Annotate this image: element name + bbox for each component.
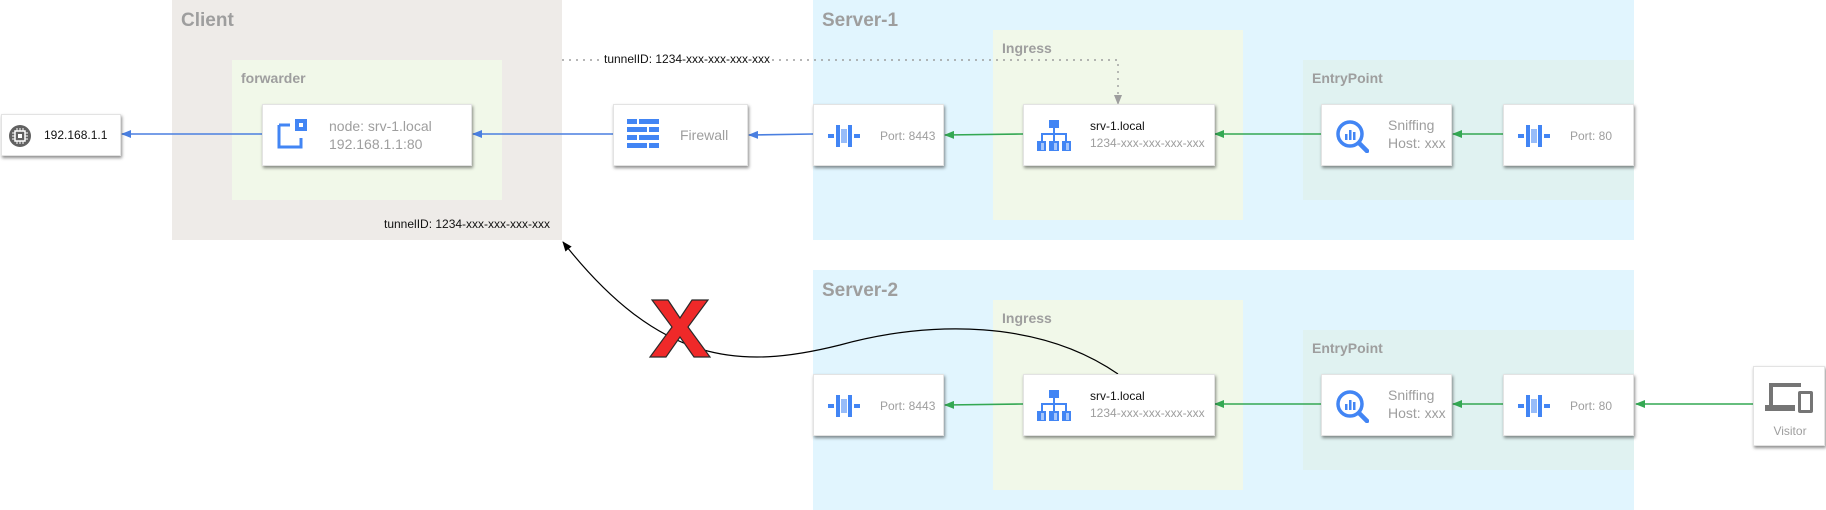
- edge-failed-tunnel-curve: [562, 241, 1119, 375]
- entrypoint-2-group-title: EntryPoint: [1312, 340, 1383, 356]
- port-icon: [1518, 392, 1550, 425]
- s2-ingress-host-card[interactable]: srv-1.local 1234-xxx-xxx-xxx-xxx: [1023, 374, 1215, 436]
- s2-port-80-label: Port: 80: [1570, 399, 1613, 413]
- forwarder-group-title: forwarder: [241, 70, 306, 86]
- s1-port-80-label: Port: 80: [1570, 129, 1613, 143]
- edge-s1-srv-to-port8443: [944, 130, 1024, 139]
- s2-sniffing-title: Sniffing: [1388, 387, 1435, 403]
- entrypoint-1-group-title: EntryPoint: [1312, 70, 1383, 86]
- devices-icon: [1765, 381, 1815, 420]
- firewall-icon: [627, 117, 659, 158]
- sniffing-icon: [1335, 119, 1370, 158]
- s2-port-8443-card[interactable]: Port: 8443: [813, 374, 944, 436]
- chip-icon: [8, 124, 32, 153]
- forwarder-node-title: node: srv-1.local: [329, 118, 432, 134]
- tunnel-id-label-client: tunnelID: 1234-xxx-xxx-xxx-xxx: [384, 217, 551, 231]
- s1-sniffing-title: Sniffing: [1388, 117, 1435, 133]
- s2-ingress-host-name: srv-1.local: [1090, 389, 1145, 403]
- s1-ingress-host-name: srv-1.local: [1090, 119, 1145, 133]
- ip-node-card[interactable]: 192.168.1.1: [1, 114, 121, 156]
- port-icon: [828, 392, 860, 425]
- load-balancer-icon: [1037, 119, 1071, 158]
- edge-s2-srv-to-port8443: [944, 400, 1024, 409]
- forwarder-node-card[interactable]: node: srv-1.local 192.168.1.1:80: [262, 104, 472, 166]
- visitor-card[interactable]: Visitor: [1753, 366, 1825, 446]
- s1-port-8443-label: Port: 8443: [880, 129, 936, 143]
- s1-port-80-card[interactable]: Port: 80: [1503, 104, 1634, 166]
- s1-sniffing-card[interactable]: Sniffing Host: xxx: [1321, 104, 1452, 166]
- s1-ingress-host-card[interactable]: srv-1.local 1234-xxx-xxx-xxx-xxx: [1023, 104, 1215, 166]
- visitor-label: Visitor: [1773, 424, 1807, 438]
- server-2-group-title: Server-2: [822, 280, 899, 301]
- s2-sniffing-host: Host: xxx: [1388, 405, 1446, 421]
- firewall-label: Firewall: [680, 127, 729, 143]
- ip-node-label: 192.168.1.1: [44, 128, 108, 142]
- tunnel-id-label-top: tunnelID: 1234-xxx-xxx-xxx-xxx: [604, 52, 771, 66]
- s2-sniffing-card[interactable]: Sniffing Host: xxx: [1321, 374, 1452, 436]
- failed-connection-x-icon: [648, 299, 712, 358]
- port-icon: [1518, 122, 1550, 155]
- edge-port8443-to-firewall: [748, 130, 814, 139]
- ingress-1-group-title: Ingress: [1002, 40, 1052, 56]
- s1-port-8443-card[interactable]: Port: 8443: [813, 104, 944, 166]
- ingress-2-group-title: Ingress: [1002, 310, 1052, 326]
- s1-sniffing-host: Host: xxx: [1388, 135, 1446, 151]
- load-balancer-icon: [1037, 389, 1071, 428]
- s1-ingress-host-tunnel: 1234-xxx-xxx-xxx-xxx: [1090, 136, 1205, 150]
- s2-port-80-card[interactable]: Port: 80: [1503, 374, 1634, 436]
- edge-tunnel-dotted: [562, 59, 1122, 105]
- forwarder-node-address: 192.168.1.1:80: [329, 136, 423, 152]
- firewall-card[interactable]: Firewall: [613, 104, 748, 166]
- server-1-group-title: Server-1: [822, 10, 899, 31]
- sniffing-icon: [1335, 389, 1370, 428]
- s2-port-8443-label: Port: 8443: [880, 399, 936, 413]
- port-icon: [828, 122, 860, 155]
- s2-ingress-host-tunnel: 1234-xxx-xxx-xxx-xxx: [1090, 406, 1205, 420]
- client-group-title: Client: [181, 10, 234, 31]
- compute-node-icon: [276, 118, 308, 155]
